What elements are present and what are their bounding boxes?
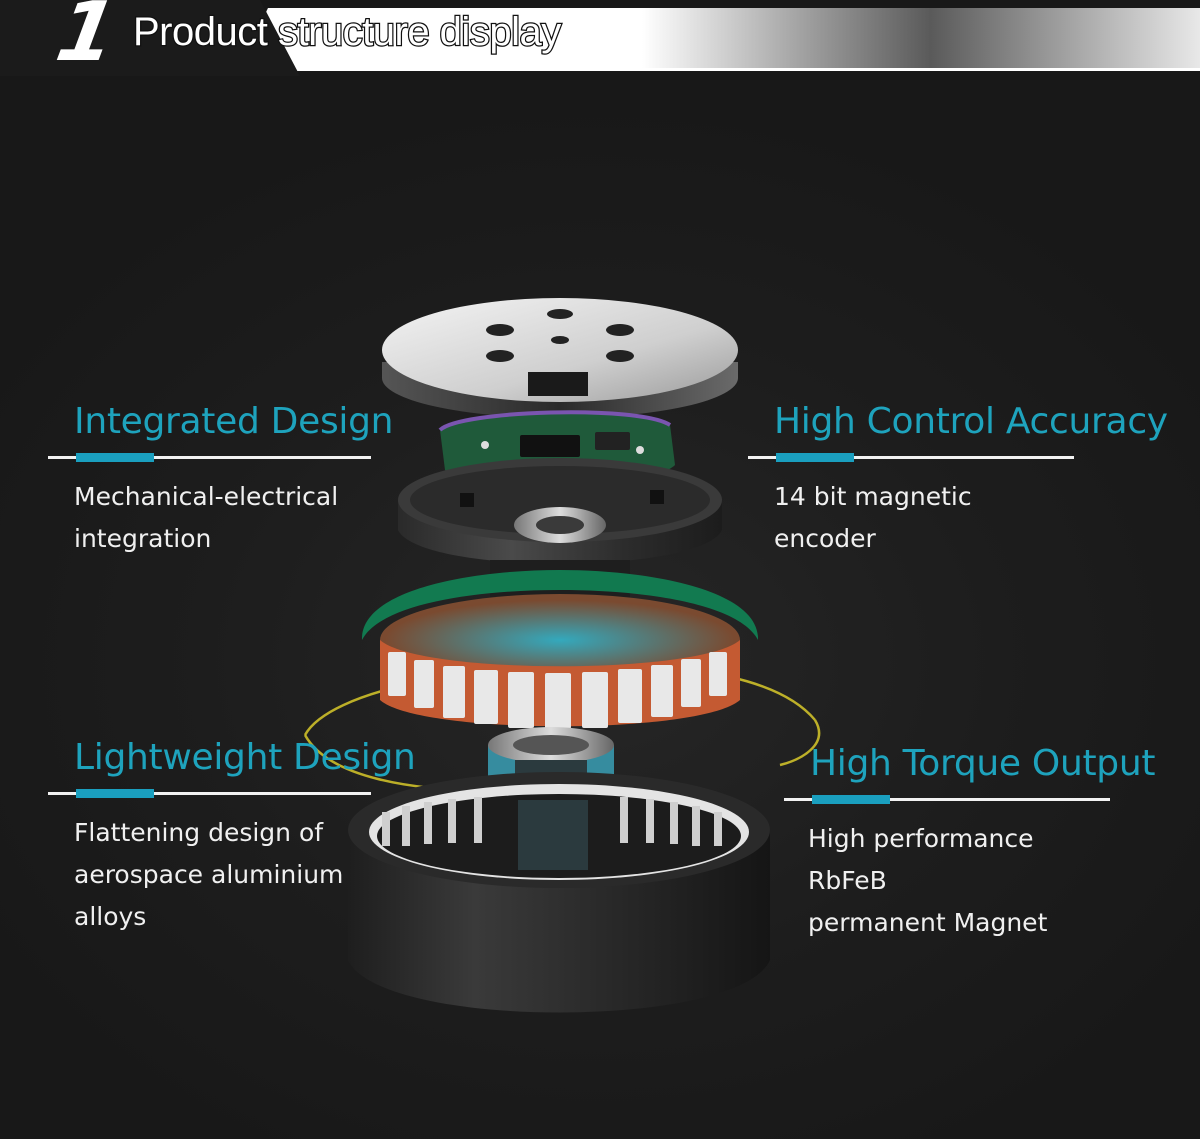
feature-title: High Torque Output [810,743,1156,784]
feature-title: Lightweight Design [74,737,416,778]
feature-divider [48,789,371,799]
stator-teeth [388,652,727,729]
feature-divider [748,453,1074,463]
feature-title: High Control Accuracy [774,401,1168,442]
feature-title: Integrated Design [74,401,394,442]
banner-underline [238,68,1200,71]
feature-integrated-design: Integrated Design Mechanical-electrical … [48,400,394,560]
banner-number-panel [0,0,300,76]
section-title: Product structure display [132,9,563,56]
rotor-magnets [382,797,722,846]
feature-description: Flattening design of aerospace aluminium… [74,818,344,932]
feature-lightweight-design: Lightweight Design Flattening design of … [48,736,416,938]
feature-high-control-accuracy: High Control Accuracy 14 bit magnetic en… [748,400,1168,560]
section-banner: 1 Product structure display [0,0,1200,80]
feature-divider [784,795,1110,805]
feature-high-torque-output: High Torque Output High performance RbFe… [784,742,1156,944]
feature-divider [48,453,371,463]
stator-glow-ring [361,570,759,640]
feature-description: Mechanical-electrical integration [74,482,339,554]
top-plate [382,298,738,402]
banner-gradient-bar [238,8,1200,70]
feature-description: High performance RbFeB permanent Magnet [808,824,1048,938]
feature-description: 14 bit magnetic encoder [774,482,972,554]
